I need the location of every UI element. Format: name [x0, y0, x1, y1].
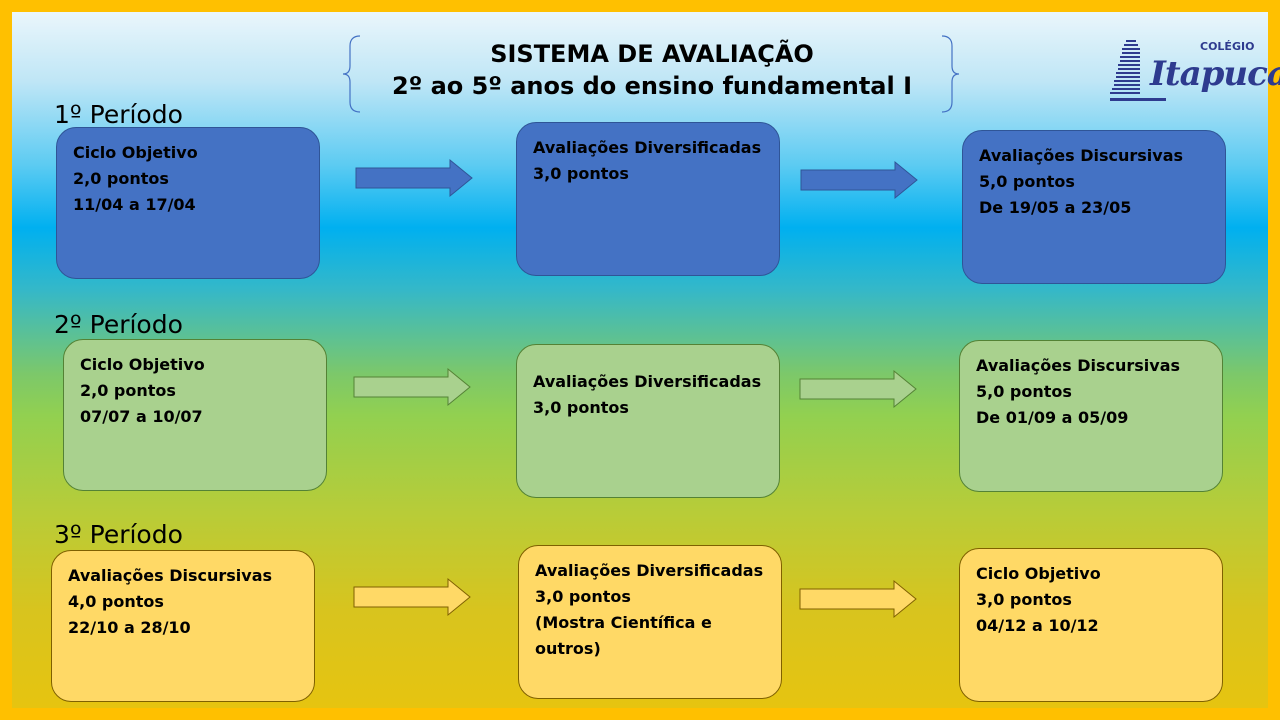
arrow-right-icon — [353, 577, 471, 617]
period-1-label: 1º Período — [54, 100, 183, 129]
box-line: 3,0 pontos — [535, 587, 631, 606]
box-line: Ciclo Objetivo — [80, 355, 205, 374]
box-line: 4,0 pontos — [68, 592, 164, 611]
box-line: 07/07 a 10/07 — [80, 407, 203, 426]
box-line: 2,0 pontos — [80, 381, 176, 400]
box-line: 5,0 pontos — [976, 382, 1072, 401]
box-line: 5,0 pontos — [979, 172, 1075, 191]
box-line: Avaliações Diversificadas — [533, 372, 762, 391]
box-line: Avaliações Discursivas — [979, 146, 1184, 165]
title-line-1: SISTEMA DE AVALIAÇÃO — [490, 40, 814, 68]
arrow-right-icon — [799, 579, 917, 619]
period-3-box-1: Avaliações Discursivas 4,0 pontos 22/10 … — [51, 550, 315, 702]
period-3-box-2: Avaliações Diversificadas 3,0 pontos (Mo… — [518, 545, 782, 699]
building-logo-icon — [1110, 40, 1166, 101]
period-2-box-2: Avaliações Diversificadas 3,0 pontos — [516, 344, 780, 498]
arrow-right-icon — [800, 160, 918, 200]
period-3-label: 3º Período — [54, 520, 183, 549]
box-line: 3,0 pontos — [533, 164, 629, 183]
box-line: (Mostra Científica e — [535, 613, 712, 632]
box-line: Ciclo Objetivo — [73, 143, 198, 162]
arrow-right-icon — [353, 367, 471, 407]
box-line: 11/04 a 17/04 — [73, 195, 196, 214]
box-line: 04/12 a 10/12 — [976, 616, 1099, 635]
box-line: 3,0 pontos — [976, 590, 1072, 609]
box-line: 2,0 pontos — [73, 169, 169, 188]
period-1-box-2: Avaliações Diversificadas 3,0 pontos — [516, 122, 780, 276]
box-line: De 01/09 a 05/09 — [976, 408, 1129, 427]
box-line: outros) — [535, 639, 601, 658]
logo-wordmark: Itapuca — [1150, 54, 1280, 94]
logo-top-text: COLÉGIO — [1200, 40, 1255, 53]
box-line: Avaliações Diversificadas — [535, 561, 764, 580]
box-line: Ciclo Objetivo — [976, 564, 1101, 583]
box-line: De 19/05 a 23/05 — [979, 198, 1132, 217]
left-brace-icon — [342, 35, 361, 113]
period-1-box-1: Ciclo Objetivo 2,0 pontos 11/04 a 17/04 — [56, 127, 320, 279]
box-line: Avaliações Discursivas — [68, 566, 273, 585]
box-line: Avaliações Discursivas — [976, 356, 1181, 375]
period-1-box-3: Avaliações Discursivas 5,0 pontos De 19/… — [962, 130, 1226, 284]
box-line: 3,0 pontos — [533, 398, 629, 417]
title-block: SISTEMA DE AVALIAÇÃO 2º ao 5º anos do en… — [342, 34, 972, 114]
period-2-label: 2º Período — [54, 310, 183, 339]
school-logo: COLÉGIO Itapuca — [1108, 36, 1280, 106]
title-line-2: 2º ao 5º anos do ensino fundamental I — [392, 72, 912, 100]
box-line: Avaliações Diversificadas — [533, 138, 762, 157]
arrow-right-icon — [799, 369, 917, 409]
arrow-right-icon — [355, 158, 473, 198]
period-2-box-1: Ciclo Objetivo 2,0 pontos 07/07 a 10/07 — [63, 339, 327, 491]
right-brace-icon — [941, 35, 960, 113]
period-3-box-3: Ciclo Objetivo 3,0 pontos 04/12 a 10/12 — [959, 548, 1223, 702]
box-line: 22/10 a 28/10 — [68, 618, 191, 637]
period-2-box-3: Avaliações Discursivas 5,0 pontos De 01/… — [959, 340, 1223, 492]
